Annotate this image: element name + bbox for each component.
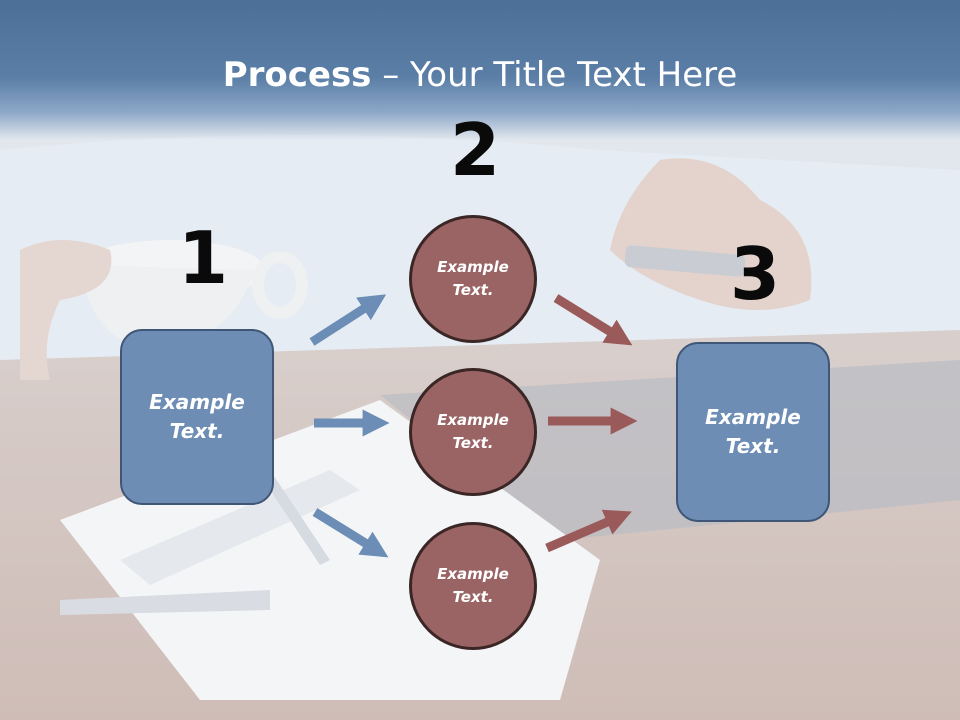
step-number-2: 2 bbox=[450, 108, 501, 192]
arrow-blue-down bbox=[312, 508, 389, 558]
step-circle-bottom: Example Text. bbox=[409, 522, 537, 650]
step-circle-bottom-text: Example Text. bbox=[437, 565, 509, 606]
arrow-red-up bbox=[545, 509, 632, 553]
arrow-blue-up bbox=[309, 294, 387, 346]
step-box-right: Example Text. bbox=[676, 342, 830, 522]
slide-title: Process – Your Title Text Here bbox=[0, 52, 960, 98]
step-box-left-text: Example Text. bbox=[149, 390, 245, 443]
header-band bbox=[0, 0, 960, 140]
step-circle-middle: Example Text. bbox=[409, 368, 537, 496]
step-circle-top-text: Example Text. bbox=[437, 258, 509, 299]
title-bold: Process bbox=[222, 55, 372, 95]
step-circle-middle-text: Example Text. bbox=[437, 411, 509, 452]
step-box-left: Example Text. bbox=[120, 329, 274, 505]
step-box-right-text: Example Text. bbox=[705, 405, 801, 458]
arrow-red-down bbox=[553, 294, 633, 346]
step-number-1: 1 bbox=[178, 216, 229, 300]
step-number-3: 3 bbox=[730, 232, 781, 316]
title-rest: – Your Title Text Here bbox=[371, 55, 738, 95]
step-circle-top: Example Text. bbox=[409, 215, 537, 343]
